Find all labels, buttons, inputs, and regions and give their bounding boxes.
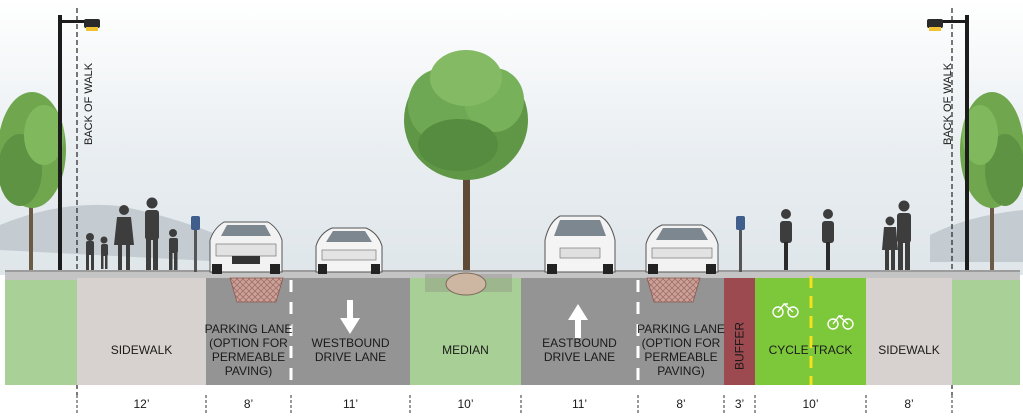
cyclist-left xyxy=(780,209,792,270)
parking-lane-right-label-line: PAVING) xyxy=(657,364,705,378)
sidewalk-right-segment xyxy=(866,278,952,385)
parking-meter-right xyxy=(736,216,745,272)
parking-lane-right-width-label: 8’ xyxy=(676,397,685,411)
westbound-drive-lane-label-line: DRIVE LANE xyxy=(315,350,386,364)
westbound-arrow-icon xyxy=(340,300,360,334)
buffer-label: BUFFER xyxy=(733,322,747,370)
grass-left xyxy=(5,280,77,385)
permeable-paving-right xyxy=(646,277,701,303)
parking-lane-left-label-line: PAVING) xyxy=(225,364,273,378)
parking-lane-left-label-line: (OPTION FOR xyxy=(209,336,288,350)
parking-lane-right-label-line: PARKING LANE xyxy=(637,322,725,336)
cycle-track-segment xyxy=(755,278,866,385)
parked-car-right xyxy=(645,224,719,274)
median-width-label: 10’ xyxy=(457,397,473,411)
street-light-left xyxy=(58,15,100,273)
buffer-segment xyxy=(724,278,755,385)
tree-background-right xyxy=(960,92,1023,270)
westbound-drive-lane-label-line: WESTBOUND xyxy=(312,336,390,350)
hill-right xyxy=(930,210,1023,262)
sidewalk-left-label-line: SIDEWALK xyxy=(111,343,173,357)
sidewalk-left-segment xyxy=(77,278,206,385)
parking-lane-left-label-line: PERMEABLE xyxy=(212,350,285,364)
parking-lane-left-width-label: 8’ xyxy=(244,397,253,411)
back-of-walk-label-right: BACK OF WALK xyxy=(942,62,954,145)
dimension-row: 12’ 8’ 11’ 10’ 11’ 8’ 3’ 10’ 8’ xyxy=(76,395,953,415)
cycle-track-label-line: CYCLE TRACK xyxy=(769,343,853,357)
pedestrians-family-left xyxy=(86,197,178,270)
tree-rootball xyxy=(445,272,487,296)
sidewalk-right-width-label: 8’ xyxy=(904,397,913,411)
eastbound-drive-lane-label-line: EASTBOUND xyxy=(542,336,617,350)
westbound-car xyxy=(315,227,383,274)
permeable-paving-left xyxy=(229,277,284,303)
median-tree xyxy=(404,50,528,272)
street-light-right xyxy=(927,15,969,273)
curb-strip xyxy=(5,270,1020,280)
buffer-width-label: 3’ xyxy=(735,397,744,411)
parking-lane-right-label-line: PERMEABLE xyxy=(644,350,717,364)
bike-symbol-icon-right xyxy=(827,314,854,330)
bike-symbol-icon-left xyxy=(772,302,799,318)
sidewalk-left-width-label: 12’ xyxy=(133,397,149,411)
sidewalk-right-label-line: SIDEWALK xyxy=(878,343,940,357)
parked-car-left xyxy=(209,221,283,274)
parking-lane-left-label-line: PARKING LANE xyxy=(205,322,293,336)
eastbound-drive-lane-width-label: 11’ xyxy=(572,397,587,411)
eastbound-car xyxy=(544,215,616,274)
eastbound-drive-lane-label-line: DRIVE LANE xyxy=(544,350,615,364)
pedestrians-right xyxy=(882,200,911,270)
cycle-track-width-label: 10’ xyxy=(802,397,818,411)
median-segment xyxy=(410,278,521,385)
street-segments xyxy=(77,278,952,385)
eastbound-arrow-icon xyxy=(568,304,588,338)
parking-meter-left xyxy=(191,216,200,272)
westbound-drive-lane-width-label: 11’ xyxy=(343,397,358,411)
grass-right xyxy=(952,280,1020,385)
parking-lane-right-label-line: (OPTION FOR xyxy=(642,336,721,350)
tree-background-left xyxy=(0,92,66,270)
back-of-walk-label-left: BACK OF WALK xyxy=(83,62,95,145)
cyclist-right xyxy=(822,209,834,270)
median-label-line: MEDIAN xyxy=(442,343,489,357)
